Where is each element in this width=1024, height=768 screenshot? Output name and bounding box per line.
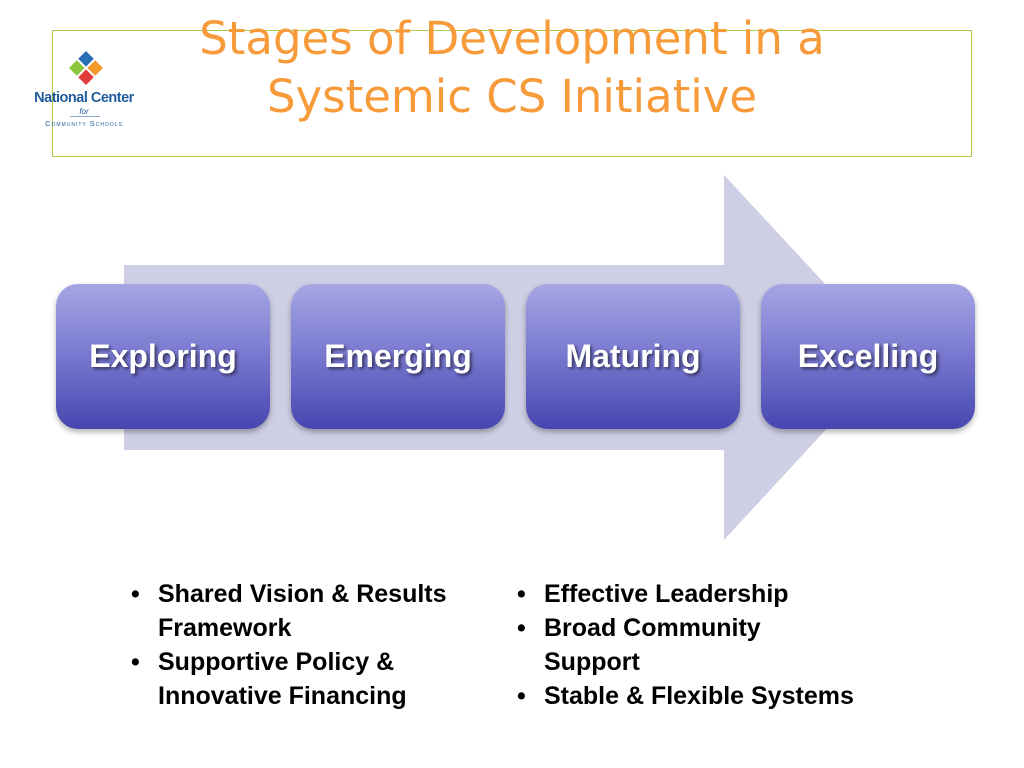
logo-for: for <box>79 107 89 116</box>
stage-emerging: Emerging <box>291 284 505 429</box>
logo: National Center for Community Schools <box>28 48 140 134</box>
stage-label: Emerging <box>324 338 472 374</box>
bullet-list-right: •Effective Leadership •Broad Community S… <box>514 577 914 713</box>
stage-excelling: Excelling <box>761 284 975 429</box>
list-item: •Effective Leadership <box>517 580 789 608</box>
stage-label: Exploring <box>89 338 237 374</box>
stage-exploring: Exploring <box>56 284 270 429</box>
slide-title: Stages of Development in a Systemic CS I… <box>199 12 825 123</box>
logo-tagline: Community Schools <box>45 119 123 128</box>
bullet-list-left: •Shared Vision & Results Framework •Supp… <box>128 577 498 713</box>
stage-maturing: Maturing <box>526 284 740 429</box>
logo-diamond-icon <box>69 51 103 85</box>
list-item: •Broad Community Support <box>517 614 761 676</box>
logo-name: National Center <box>34 90 134 106</box>
list-item: •Shared Vision & Results Framework <box>131 580 447 642</box>
title-frame <box>52 30 972 157</box>
list-item: •Supportive Policy & Innovative Financin… <box>131 648 407 710</box>
stage-label: Excelling <box>797 338 939 374</box>
stage-label: Maturing <box>565 338 701 374</box>
list-item: •Stable & Flexible Systems <box>517 682 854 710</box>
logo-divider <box>70 116 100 117</box>
